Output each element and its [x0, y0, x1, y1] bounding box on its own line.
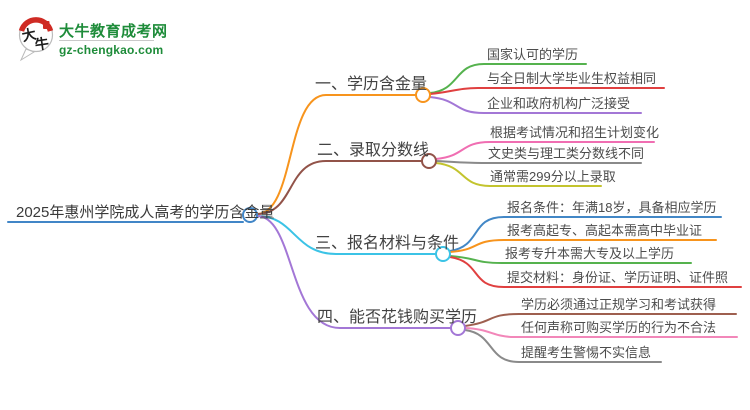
leaf-3-4-link	[449, 256, 742, 288]
leaf-2-3-link	[435, 162, 602, 187]
branch-4-label: 四、能否花钱购买学历	[317, 309, 478, 326]
leaf-4-2-label: 任何声称可购买学历的行为不合法	[521, 320, 717, 335]
leaf-3-1-label: 报名条件：年满18岁，具备相应学历	[507, 200, 717, 215]
branch-1-node-circle	[415, 87, 431, 103]
site-logo[interactable]: 大 牛 大牛教育成考网 gz-chengkao.com	[15, 12, 205, 62]
leaf-2-3-label: 通常需299分以上录取	[490, 169, 616, 184]
daniu-logo-icon: 大 牛	[16, 14, 58, 69]
logo-char-niu: 牛	[34, 35, 50, 53]
leaf-3-3-label: 报考专升本需大专及以上学历	[505, 246, 675, 261]
root-node-circle	[242, 207, 258, 223]
branch-1-link	[256, 94, 416, 215]
leaf-2-2-link	[435, 160, 642, 164]
leaf-1-2-link	[429, 87, 665, 95]
branch-1-label: 一、学历含金量	[315, 76, 428, 93]
site-url: gz-chengkao.com	[59, 43, 164, 57]
branch-3-node-circle	[435, 246, 451, 262]
leaf-4-1-link	[464, 313, 737, 327]
leaf-4-1-label: 学历必须通过正规学习和考试获得	[521, 297, 717, 312]
branch-2-link	[256, 160, 422, 215]
branch-3-label: 三、报名材料与条件	[315, 235, 460, 252]
leaf-2-2-label: 文史类与理工类分数线不同	[488, 146, 645, 161]
leaf-1-1-label: 国家认可的学历	[487, 47, 579, 62]
leaf-4-3-label: 提醒考生警惕不实信息	[521, 345, 652, 360]
mindmap-root-title: 2025年惠州学院成人高考的学历含金量	[16, 204, 275, 221]
leaf-2-1-link	[435, 141, 655, 160]
leaf-3-2-link	[449, 239, 717, 253]
branch-3-link	[256, 215, 436, 255]
branch-4-node-circle	[450, 320, 466, 336]
leaf-4-3-link	[464, 329, 662, 363]
branch-4-link	[256, 215, 451, 329]
leaf-1-3-link	[429, 96, 642, 114]
leaf-3-4-label: 提交材料：身份证、学历证明、证件照	[507, 270, 729, 285]
logo-divider	[59, 40, 154, 41]
leaf-2-1-label: 根据考试情况和招生计划变化	[490, 125, 660, 140]
logo-char-da: 大	[20, 26, 37, 45]
leaf-1-2-label: 与全日制大学毕业生权益相同	[487, 71, 657, 86]
leaf-1-3-label: 企业和政府机构广泛接受	[487, 96, 631, 111]
leaf-3-3-link	[449, 255, 692, 264]
leaf-3-1-link	[449, 216, 722, 252]
leaf-4-2-link	[464, 327, 738, 338]
branch-2-node-circle	[421, 153, 437, 169]
branch-2-label: 二、录取分数线	[317, 142, 430, 159]
site-name: 大牛教育成考网	[59, 23, 168, 40]
leaf-1-1-link	[429, 63, 587, 94]
leaf-3-2-label: 报考高起专、高起本需高中毕业证	[507, 223, 703, 238]
